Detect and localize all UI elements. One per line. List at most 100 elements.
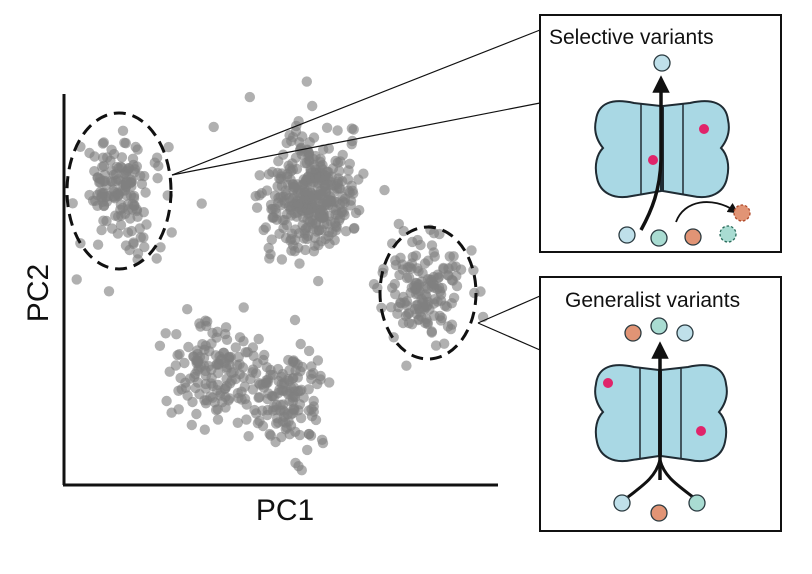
scatter-point	[419, 258, 431, 269]
scatter-point	[276, 254, 288, 265]
scatter-point	[288, 192, 299, 203]
scatter-point	[243, 431, 254, 442]
scatter-point	[221, 373, 232, 385]
scatter-point	[207, 380, 218, 392]
scatter-point	[289, 314, 301, 326]
scatter-plot: PC1 PC2	[22, 76, 498, 527]
generalist-variants-panel: Generalist variants	[539, 276, 782, 532]
scatter-point	[230, 342, 241, 353]
scatter-point	[385, 302, 397, 313]
scatter-point	[152, 173, 163, 184]
scatter-point	[230, 373, 241, 385]
scatter-point	[323, 226, 335, 238]
scatter-point	[442, 270, 454, 281]
scatter-point	[154, 340, 166, 351]
scatter-point	[92, 239, 104, 250]
scatter-point	[285, 420, 297, 431]
scatter-point	[288, 403, 300, 414]
scatter-point	[446, 319, 458, 330]
selective-cluster-outline	[65, 111, 173, 271]
scatter-point	[264, 253, 275, 264]
scatter-point	[306, 404, 317, 415]
scatter-point	[305, 369, 317, 380]
scatter-point	[308, 132, 320, 143]
scatter-point	[113, 174, 124, 185]
scatter-point	[252, 358, 263, 369]
scatter-point	[220, 322, 232, 333]
scatter-point	[324, 377, 335, 388]
selective-connector-bottom	[171, 102, 541, 176]
scatter-point	[450, 261, 461, 272]
scatter-point	[196, 198, 207, 209]
scatter-point	[199, 424, 210, 435]
scatter-point	[98, 160, 110, 172]
scatter-point	[139, 170, 150, 182]
channel-right-half	[660, 364, 728, 462]
scatter-point	[448, 251, 459, 262]
scatter-point	[253, 378, 265, 389]
scatter-point	[346, 139, 357, 150]
scatter-point	[354, 205, 365, 216]
generalist-connector-top	[477, 295, 541, 324]
scatter-point	[179, 357, 190, 369]
scatter-point	[265, 369, 276, 380]
scatter-point	[268, 212, 279, 223]
selective-variants-panel: Selective variants	[539, 14, 782, 253]
scatter-point	[303, 428, 315, 440]
scatter-point	[244, 91, 255, 103]
ion-icon	[650, 229, 668, 247]
scatter-point	[285, 204, 296, 215]
scatter-point	[200, 340, 211, 351]
ion-icon	[618, 226, 636, 244]
scatter-point	[400, 310, 412, 322]
scatter-point	[315, 370, 326, 382]
scatter-point	[151, 152, 163, 163]
scatter-point	[286, 233, 297, 245]
permeation-arrow-branch	[627, 459, 662, 499]
scatter-point	[308, 395, 319, 407]
scatter-point	[430, 340, 442, 351]
ion-icon	[733, 204, 751, 222]
scatter-point	[87, 195, 99, 206]
scatter-point	[192, 377, 204, 388]
scatter-point	[251, 408, 262, 419]
scatter-point	[203, 361, 214, 372]
ion-icon	[688, 494, 706, 512]
scatter-point	[180, 382, 192, 393]
x-axis-label: PC1	[256, 494, 314, 527]
scatter-point	[348, 124, 359, 135]
scatter-point	[312, 355, 324, 366]
scatter-point	[272, 413, 283, 424]
scatter-point	[97, 152, 109, 163]
scatter-point	[191, 408, 202, 420]
scatter-point	[466, 245, 477, 256]
scatter-point	[115, 161, 126, 172]
scatter-point	[194, 318, 205, 329]
ion-icon	[613, 494, 631, 512]
scatter-point	[316, 434, 328, 445]
scatter-point	[302, 204, 313, 215]
scatter-point	[89, 166, 100, 177]
scatter-point	[275, 200, 286, 211]
scatter-point	[234, 332, 246, 343]
scatter-point	[115, 219, 127, 231]
scatter-point	[254, 170, 265, 181]
scatter-point	[136, 178, 148, 190]
scatter-point	[303, 345, 315, 357]
scatter-point	[161, 395, 172, 407]
ion-icon	[624, 324, 642, 342]
scatter-points	[67, 76, 489, 476]
scatter-point	[301, 76, 312, 87]
scatter-point	[296, 384, 307, 395]
scatter-point	[215, 387, 226, 398]
scatter-point	[340, 226, 352, 237]
scatter-point	[120, 240, 132, 251]
permeation-arrow-icon	[639, 75, 670, 231]
scatter-point	[132, 144, 143, 155]
scatter-point	[119, 137, 130, 148]
scatter-point	[183, 341, 194, 353]
scatter-point	[234, 359, 245, 370]
scatter-point	[232, 388, 243, 399]
scatter-point	[221, 334, 233, 345]
